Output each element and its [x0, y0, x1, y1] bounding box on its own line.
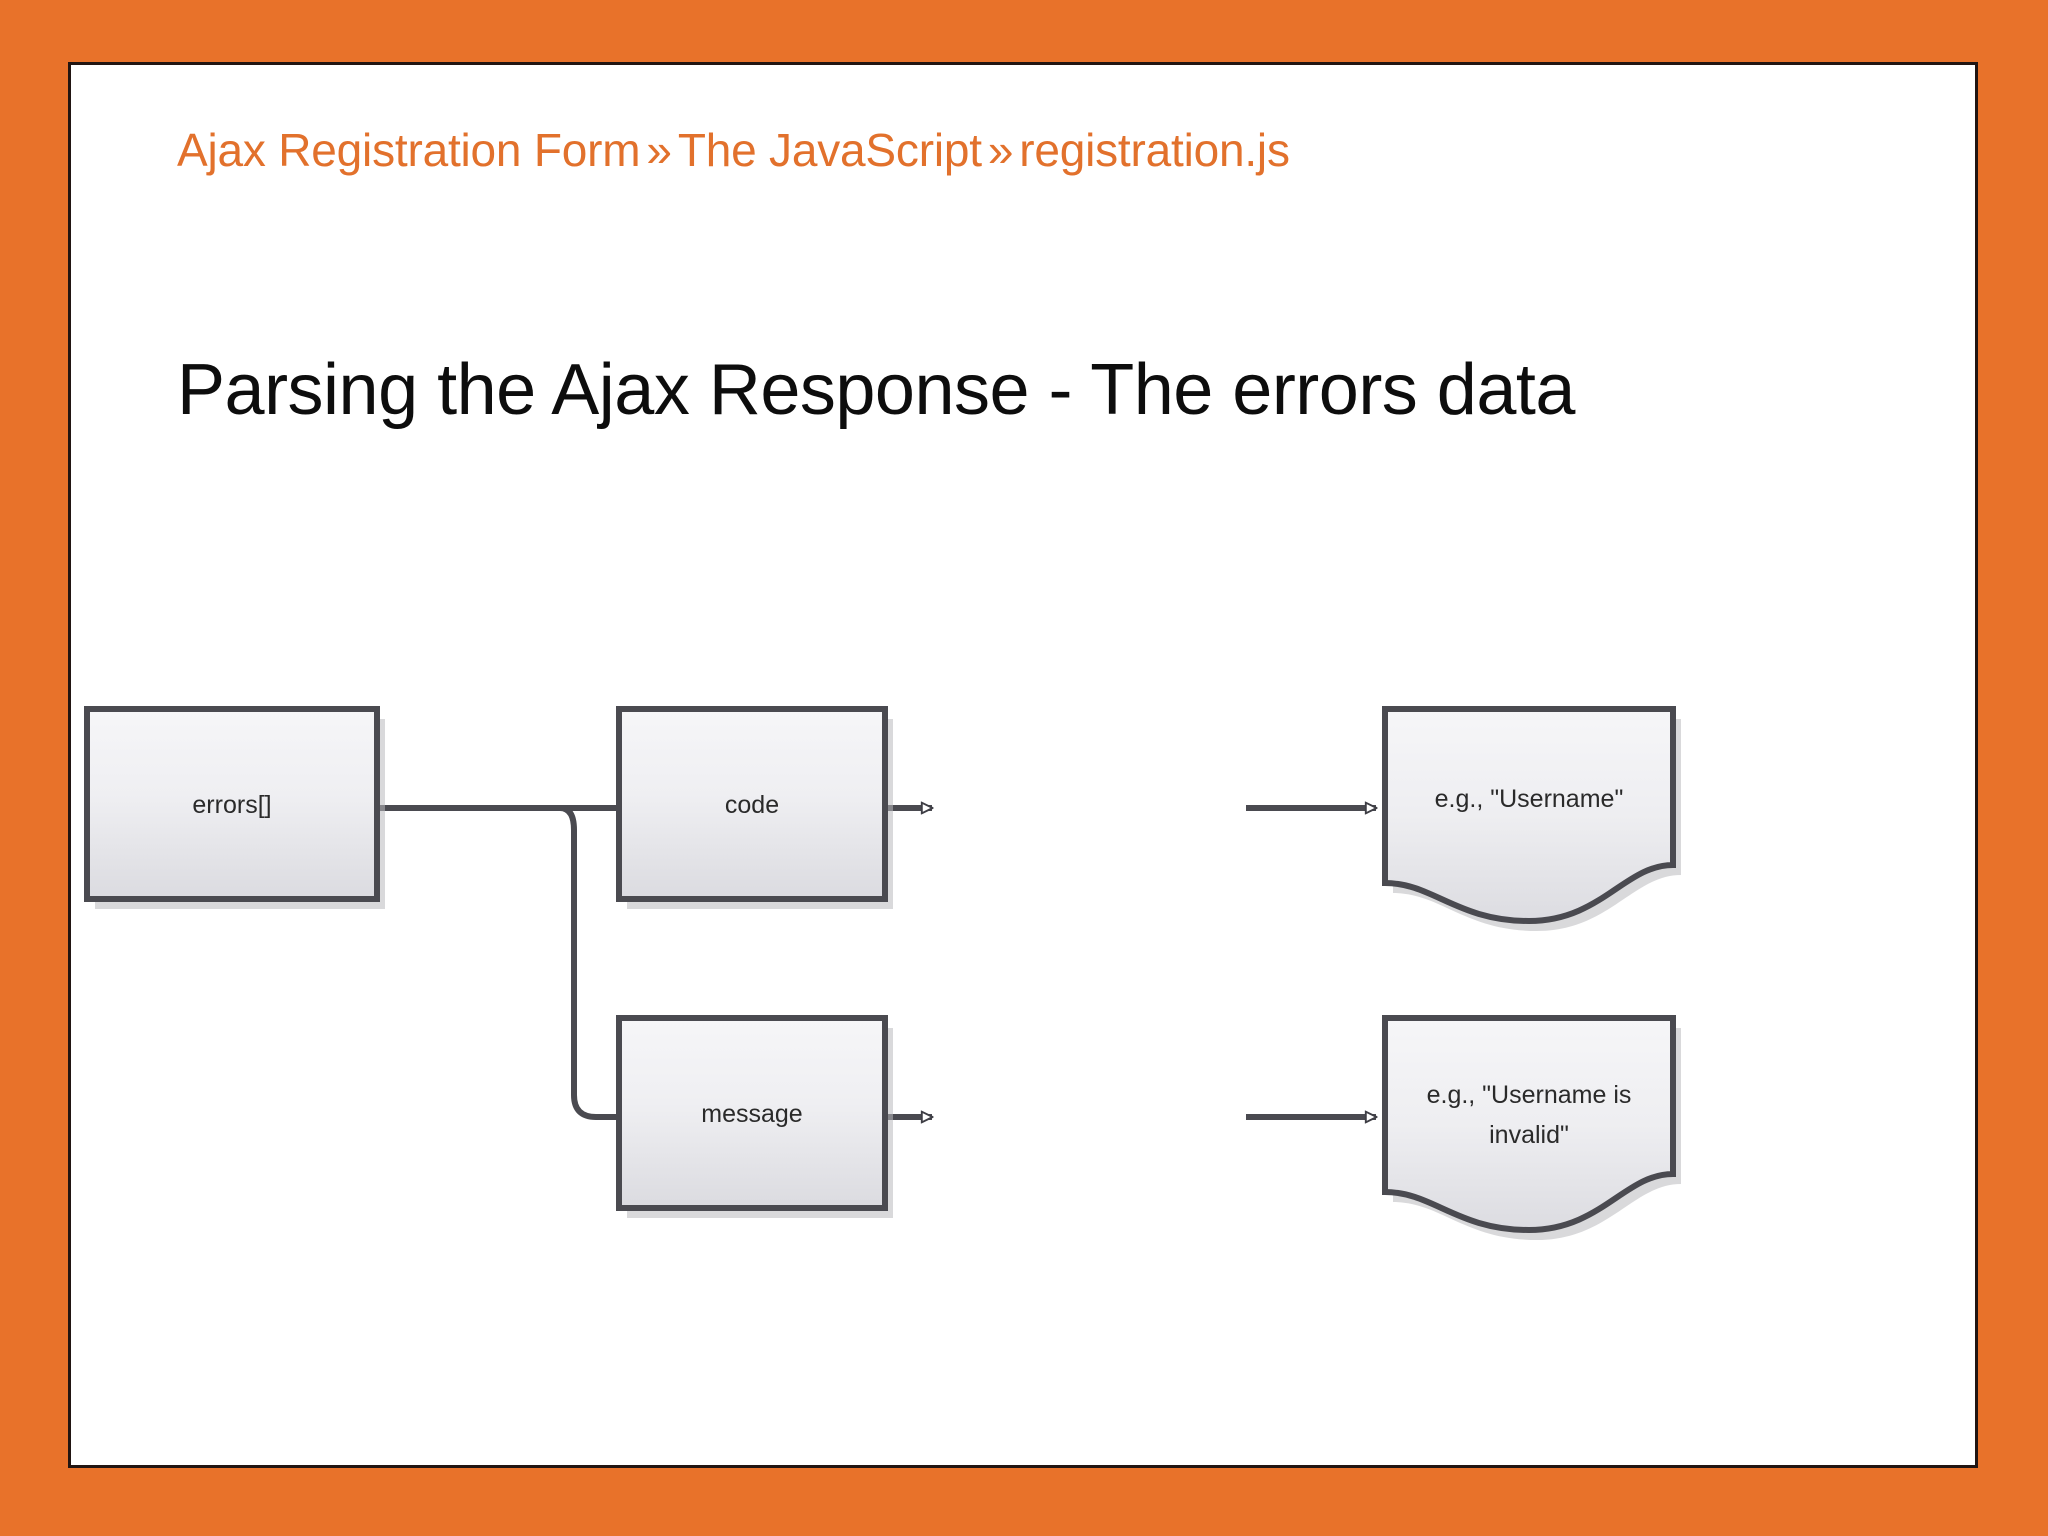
node-code[interactable]: code: [616, 706, 893, 909]
node-message-example-shape: [1382, 1015, 1676, 1234]
page-title: Parsing the Ajax Response - The errors d…: [177, 350, 1575, 430]
breadcrumb: Ajax Registration Form»The JavaScript»re…: [177, 125, 1290, 176]
node-code-label: code: [725, 791, 779, 819]
node-code-example[interactable]: e.g., "Username": [1382, 706, 1681, 931]
errors-data-flow-diagram: errors[] code message: [71, 65, 1975, 1465]
node-message-example-label-line2: invalid": [1489, 1121, 1569, 1149]
node-errors-label: errors[]: [192, 791, 271, 819]
node-errors[interactable]: errors[]: [84, 706, 385, 909]
slide-content-panel: Ajax Registration Form»The JavaScript»re…: [68, 62, 1978, 1468]
node-code-example-shape: [1382, 706, 1676, 925]
breadcrumb-item-1[interactable]: Ajax Registration Form: [177, 124, 641, 176]
node-message-label: message: [701, 1100, 802, 1128]
edge-errors-to-message: [559, 805, 932, 1117]
breadcrumb-separator-1: »: [646, 124, 672, 176]
breadcrumb-separator-2: »: [987, 124, 1014, 176]
node-code-example-label: e.g., "Username": [1435, 785, 1624, 813]
breadcrumb-item-2[interactable]: The JavaScript: [677, 124, 982, 176]
node-message[interactable]: message: [616, 1015, 893, 1218]
node-code-shape: [616, 706, 888, 902]
node-message-example[interactable]: e.g., "Username is invalid": [1382, 1015, 1681, 1240]
node-message-example-label-line1: e.g., "Username is: [1427, 1081, 1632, 1109]
breadcrumb-item-3[interactable]: registration.js: [1019, 124, 1290, 176]
node-errors-shape: [84, 706, 380, 902]
node-message-shape: [616, 1015, 888, 1211]
